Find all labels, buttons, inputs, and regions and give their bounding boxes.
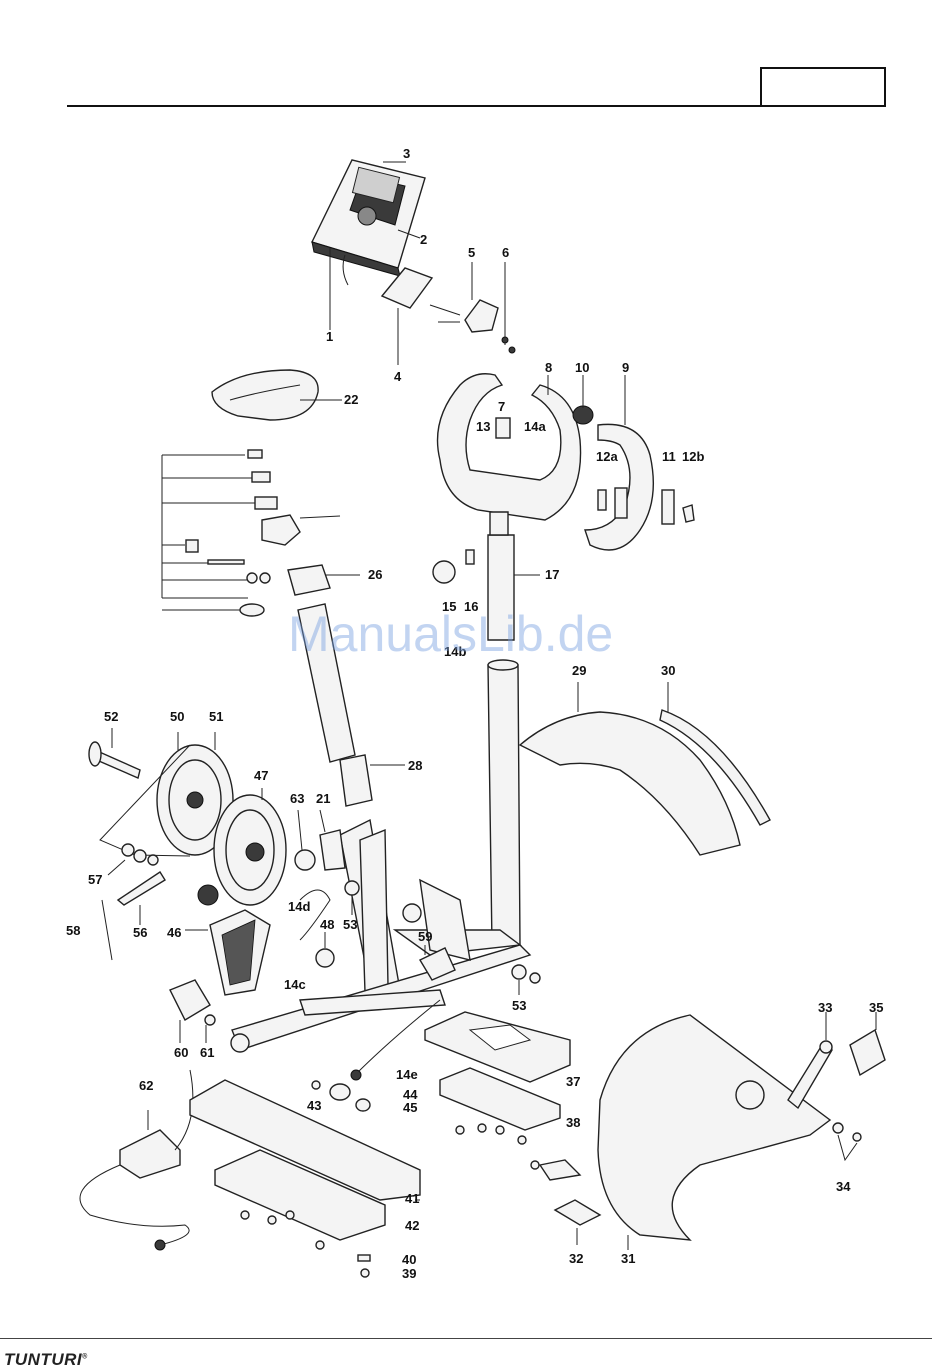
callout-26: 26 [368,567,382,582]
callout-3: 3 [403,146,410,161]
rear-foot-cover [425,1012,570,1082]
front-shroud [520,682,740,855]
callout-14d: 14d [288,899,310,914]
bearing-set [108,844,158,875]
callout-52: 52 [104,709,118,724]
callout-28: 28 [408,758,422,773]
brand-logo: TUNTURI® [4,1350,88,1370]
handlebar-assembly [438,374,695,550]
callout-14a: 14a [524,419,546,434]
callout-50: 50 [170,709,184,724]
brand-name: TUNTURI [4,1350,82,1369]
crank-arm [788,1012,832,1108]
callout-31: 31 [621,1251,635,1266]
callout-12a: 12a [596,449,618,464]
crank-bearing-right [512,965,540,995]
callout-10: 10 [575,360,589,375]
callout-4: 4 [394,369,402,384]
callout-42: 42 [405,1218,419,1233]
saddle [212,370,342,420]
callout-12b: 12b [682,449,704,464]
drive-axle [89,728,140,778]
motor-block [170,980,215,1043]
callout-61: 61 [200,1045,214,1060]
callout-58: 58 [66,923,80,938]
watermark-text: ManualsLib.de [288,605,613,663]
brand-registered-mark: ® [82,1353,88,1360]
callout-13: 13 [476,419,490,434]
callout-14e: 14e [396,1067,418,1082]
callout-5: 5 [468,245,475,260]
handlebar-knob [433,550,474,583]
belt-pulley [100,732,233,856]
callout-6: 6 [502,245,509,260]
callout-2: 2 [420,232,427,247]
callout-30: 30 [661,663,675,678]
console-mount-plate [382,268,432,365]
rear-foot-hardware [456,1124,539,1169]
callout-11: 11 [662,449,676,464]
callout-51: 51 [209,709,223,724]
side-cover [598,1015,830,1250]
seat-post [288,565,405,806]
console-bracket [430,262,515,353]
callout-38: 38 [566,1115,580,1130]
callout-53b: 53 [512,998,526,1013]
callout-48: 48 [320,917,334,932]
callout-29: 29 [572,663,586,678]
crank-washers [833,1123,861,1160]
pedal [850,1012,885,1075]
end-caps [540,1160,600,1245]
callout-56: 56 [133,925,147,940]
callout-57: 57 [88,872,102,887]
callout-14c: 14c [284,977,306,992]
callout-17: 17 [545,567,559,582]
callout-21: 21 [316,791,330,806]
power-adapter [80,1070,193,1250]
callout-63: 63 [290,791,304,806]
callout-33: 33 [818,1000,832,1015]
callout-59: 59 [418,929,432,944]
callout-47: 47 [254,768,268,783]
callout-34: 34 [836,1179,851,1194]
callout-39: 39 [402,1266,416,1281]
callout-9: 9 [622,360,629,375]
callout-46: 46 [167,925,181,940]
callout-8: 8 [545,360,552,375]
callout-53a: 53 [343,917,357,932]
callout-1: 1 [326,329,333,344]
handlebar-tube [488,512,540,945]
callout-40: 40 [402,1252,416,1267]
callout-45: 45 [403,1100,417,1115]
callout-35: 35 [869,1000,883,1015]
tension-bracket [118,872,165,925]
adjust-knob [295,810,315,870]
crank-hub [316,932,334,967]
callout-43: 43 [307,1098,321,1113]
callout-32: 32 [569,1251,583,1266]
footer-rule [0,1338,932,1339]
callout-62: 62 [139,1078,153,1093]
callout-7: 7 [498,399,505,414]
callout-22: 22 [344,392,358,407]
callout-60: 60 [174,1045,188,1060]
tension-spring [102,900,112,960]
callout-41: 41 [405,1191,419,1206]
pivot-bracket [320,810,345,870]
callout-37: 37 [566,1074,580,1089]
